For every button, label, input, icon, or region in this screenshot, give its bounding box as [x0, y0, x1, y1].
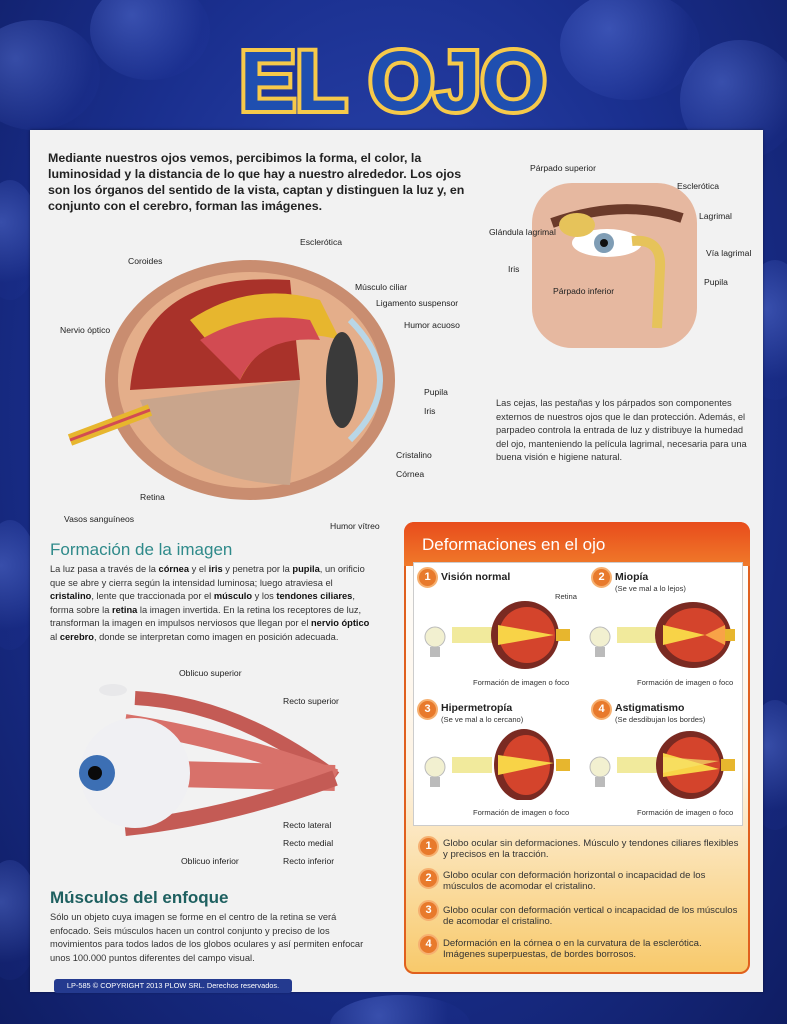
musculos-paragraph: Sólo un objeto cuya imagen se forme en e…	[50, 912, 364, 963]
label-esclerotica: Esclerótica	[300, 237, 343, 247]
label-recto-medial: Recto medial	[283, 838, 334, 848]
musculos-heading: Músculos del enfoque	[50, 888, 229, 907]
deformacion-title-2: Miopía	[615, 571, 649, 583]
deformacion-caption-2: Formación de imagen o foco	[637, 678, 734, 687]
label-humor-vitreo: Humor vítreo	[330, 521, 380, 531]
label-musculo-ciliar: Músculo ciliar	[355, 282, 408, 292]
diagram-miopia	[589, 602, 735, 668]
deformaciones-heading: Deformaciones en el ojo	[422, 535, 606, 554]
label-parpado-inferior: Párpado inferior	[553, 286, 615, 296]
deformacion-caption-4: Formación de imagen o foco	[637, 808, 734, 817]
diagram-vision-normal	[424, 601, 570, 669]
deformacion-title-4: Astigmatismo	[615, 702, 685, 714]
deformacion-title-1: Visión normal	[441, 571, 511, 583]
legend-number-4: 4	[418, 934, 439, 955]
deformacion-retina-label: Retina	[555, 592, 577, 601]
label-parpado-superior: Párpado superior	[530, 163, 596, 173]
eye-cross-section-illustration	[67, 260, 395, 500]
label-vasos-sanguineos: Vasos sanguíneos	[64, 514, 135, 524]
label-coroides: Coroides	[128, 256, 163, 266]
deformacion-number-2: 2	[591, 567, 612, 588]
label-pupila: Pupila	[424, 387, 448, 397]
face-description: Las cejas, las pestañas y los párpados s…	[496, 398, 747, 462]
label-lagrimal: Lagrimal	[699, 211, 732, 221]
deformacion-sub-3: (Se ve mal a lo cercano)	[441, 715, 524, 724]
legend-number-1: 1	[418, 836, 439, 857]
label-face-iris: Iris	[508, 264, 520, 274]
label-oblicuo-inferior: Oblicuo inferior	[181, 856, 239, 866]
deformacion-title-3: Hipermetropía	[441, 702, 513, 714]
label-cristalino: Cristalino	[396, 450, 432, 460]
diagram-astigmatismo	[589, 731, 735, 799]
deformacion-caption-1: Formación de imagen o foco	[473, 678, 570, 687]
face-eye-illustration	[532, 183, 697, 348]
legend-text-2: Globo ocular con deformación horizontal …	[443, 870, 706, 892]
legend-text-3: Globo ocular con deformación vertical o …	[443, 905, 738, 927]
label-ligamento-suspensor: Ligamento suspensor	[376, 298, 459, 308]
deformacion-caption-3: Formación de imagen o foco	[473, 808, 570, 817]
label-via-lagrimal: Vía lagrimal	[706, 248, 752, 258]
label-humor-acuoso: Humor acuoso	[404, 320, 460, 330]
deformaciones-header: Deformaciones en el ojo	[404, 522, 750, 566]
label-recto-superior: Recto superior	[283, 696, 339, 706]
label-nervio-optico: Nervio óptico	[60, 325, 111, 335]
label-retina: Retina	[140, 492, 165, 502]
intro-paragraph: Mediante nuestros ojos vemos, percibimos…	[48, 151, 465, 213]
legend-number-2: 2	[418, 868, 439, 889]
formacion-heading: Formación de la imagen	[50, 540, 233, 559]
label-face-esclerotica: Esclerótica	[677, 181, 720, 191]
deformacion-number-4: 4	[591, 699, 612, 720]
formacion-paragraph: La luz pasa a través de la córnea y el i…	[50, 564, 370, 642]
label-cornea: Córnea	[396, 469, 425, 479]
label-oblicuo-superior: Oblicuo superior	[179, 668, 242, 678]
label-iris: Iris	[424, 406, 436, 416]
label-recto-inferior: Recto inferior	[283, 856, 335, 866]
legend-number-3: 3	[418, 900, 439, 921]
poster-title: EL OJO	[0, 18, 787, 132]
deformacion-number-3: 3	[417, 699, 438, 720]
deformacion-sub-4: (Se desdibujan los bordes)	[615, 715, 706, 724]
diagram-hipermetropia	[424, 729, 570, 800]
legend-text-4: Deformación en la córnea o en la curvatu…	[443, 938, 702, 960]
label-recto-lateral: Recto lateral	[283, 820, 332, 830]
deformacion-number-1: 1	[417, 567, 438, 588]
label-face-pupila: Pupila	[704, 277, 728, 287]
legend-text-1: Globo ocular sin deformaciones. Músculo …	[443, 838, 739, 860]
copyright-bar: LP-585 © COPYRIGHT 2013 PLOW SRL. Derech…	[54, 979, 292, 993]
label-glandula-lagrimal: Glándula lagrimal	[489, 227, 556, 237]
title-text: EL OJO	[240, 34, 547, 128]
deformacion-sub-2: (Se ve mal a lo lejos)	[615, 584, 686, 593]
eye-muscles-illustration	[79, 684, 340, 836]
